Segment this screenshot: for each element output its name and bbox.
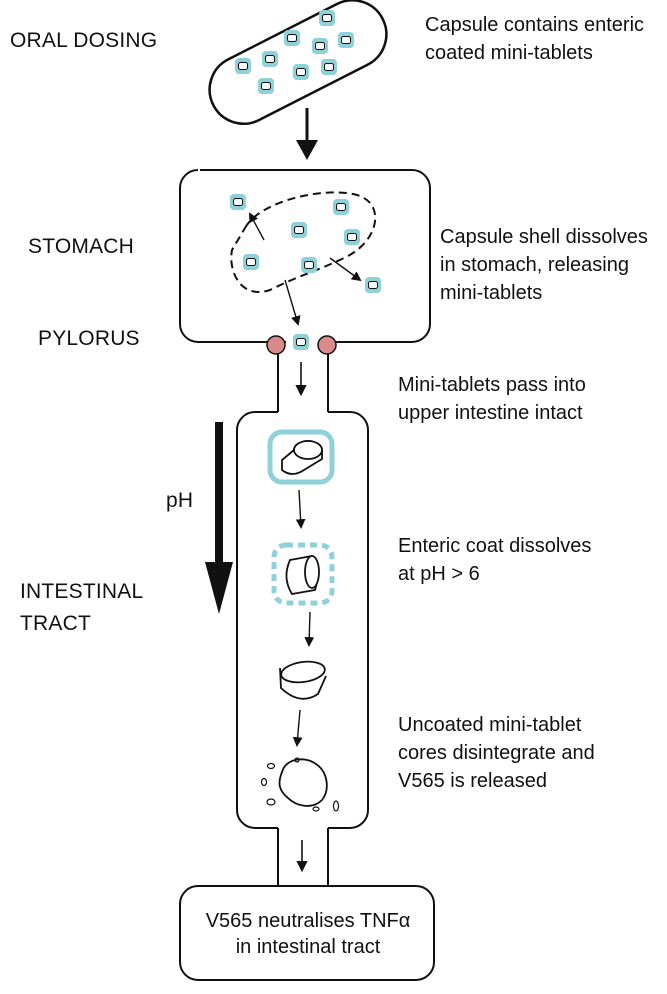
desc-core-line1: Uncoated mini-tablet [398,714,582,736]
final-outcome-box [179,885,435,981]
stage-intestinal-line2: TRACT [20,612,91,635]
desc-stomach-line2: in stomach, releasing [440,254,629,276]
ph-arrow [205,422,233,614]
ph-label: pH [166,489,194,512]
stage-stomach: STOMACH [28,235,135,258]
capsule-to-stomach-arrow [296,108,318,160]
upper-tube [277,354,329,412]
desc-pass-line1: Mini-tablets pass into [398,374,586,396]
final-outcome-text: V565 neutralises TNFα in intestinal trac… [182,888,434,980]
desc-stomach-line3: mini-tablets [440,282,543,304]
final-line1: V565 neutralises TNFα [205,910,411,932]
desc-capsule-line1: Capsule contains enteric [425,14,645,36]
lower-tube [277,828,329,886]
stage-oral-dosing: ORAL DOSING [10,29,158,52]
stomach-box [179,169,431,343]
stage-intestinal-line1: INTESTINAL [20,580,144,603]
desc-core-line2: cores disintegrate and [398,742,595,764]
desc-stomach-line1: Capsule shell dissolves [440,226,648,248]
disintegrating-core [260,757,340,812]
intestine-box [236,411,369,829]
stage-pylorus: PYLORUS [38,327,140,350]
desc-core-line3: V565 is released [398,770,547,792]
pylorus-valves [266,333,337,355]
capsule [208,0,388,125]
uncoated-tablet [279,660,327,747]
dissolving-coat-tablet [271,542,335,647]
desc-capsule-line2: coated mini-tablets [425,42,593,64]
desc-coat-line2: at pH > 6 [398,563,480,585]
dissolving-capsule-shell [230,191,377,293]
desc-pass-line2: upper intestine intact [398,402,583,424]
final-line2: in intestinal tract [235,936,381,958]
desc-coat-line1: Enteric coat dissolves [398,535,592,557]
coated-tablet [267,429,335,529]
